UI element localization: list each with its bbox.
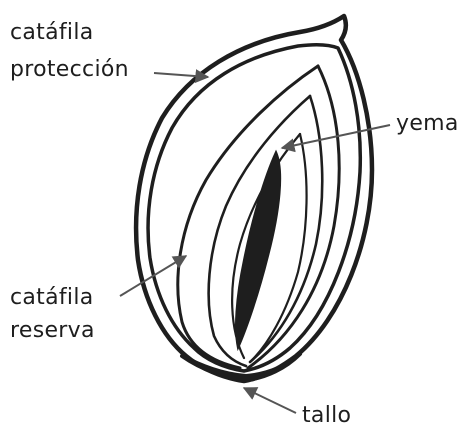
label-cataphyll-reserve-line2: reserva — [10, 320, 95, 342]
label-cataphyll-reserve-line1: catáfila — [10, 287, 94, 309]
label-cataphyll-protection-line1: catáfila — [10, 22, 94, 44]
bud — [236, 152, 280, 348]
label-cataphyll-protection-line2: protección — [10, 59, 129, 81]
arrow-reserve — [120, 256, 186, 296]
label-stem: tallo — [302, 405, 351, 427]
label-bud: yema — [396, 113, 459, 135]
arrow-stem — [244, 388, 296, 413]
